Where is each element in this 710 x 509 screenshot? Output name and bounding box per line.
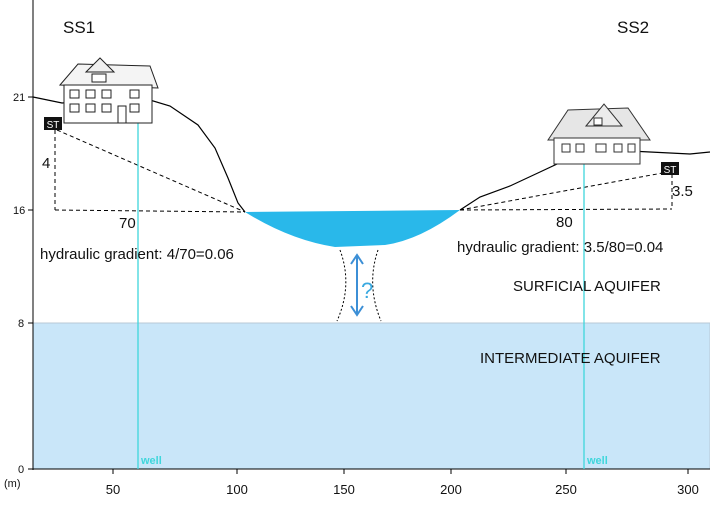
y-tick-label-21: 21 — [13, 92, 25, 104]
intermediate-aquifer-label: INTERMEDIATE AQUIFER — [480, 350, 661, 367]
septic-tank-left-icon — [44, 117, 62, 130]
x-tick-label-50: 50 — [106, 482, 120, 497]
y-tick-label-0: 0 — [18, 464, 24, 476]
y-tick-label-16: 16 — [13, 205, 25, 217]
septic-tank-left-label: ST — [47, 120, 60, 131]
double-arrow-icon — [350, 253, 364, 317]
septic-tank-right-label: ST — [664, 165, 677, 176]
gradient-right: hydraulic gradient: 3.5/80=0.04 — [457, 239, 663, 256]
x-tick-label-300: 300 — [677, 482, 699, 497]
house-right-icon — [547, 103, 651, 165]
intermediate-aquifer-band — [32, 322, 710, 470]
surficial-aquifer-label: SURFICIAL AQUIFER — [513, 278, 661, 295]
x-axis-unit: (m) — [4, 478, 21, 490]
distance-left: 70 — [119, 215, 136, 232]
head-drop-right: 3.5 — [672, 183, 693, 200]
septic-tank-right-icon — [661, 162, 679, 175]
gradient-left: hydraulic gradient: 4/70=0.06 — [40, 246, 234, 263]
house-left-icon — [58, 57, 159, 124]
well-right-label: well — [586, 455, 608, 467]
x-tick-label-150: 150 — [333, 482, 355, 497]
x-tick-label-250: 250 — [555, 482, 577, 497]
x-ticks — [112, 469, 689, 474]
y-tick-label-8: 8 — [18, 318, 24, 330]
exchange-question-mark: ? — [361, 278, 373, 303]
x-tick-label-200: 200 — [440, 482, 462, 497]
head-dashed-lines — [54, 129, 673, 213]
lake — [245, 210, 460, 247]
site-left-label: SS1 — [63, 18, 95, 37]
distance-right: 80 — [556, 214, 573, 231]
site-right-label: SS2 — [617, 18, 649, 37]
y-ticks — [28, 96, 33, 470]
x-tick-label-100: 100 — [226, 482, 248, 497]
head-drop-left: 4 — [42, 155, 50, 172]
well-left-label: well — [140, 455, 162, 467]
exchange-zone — [336, 249, 382, 322]
